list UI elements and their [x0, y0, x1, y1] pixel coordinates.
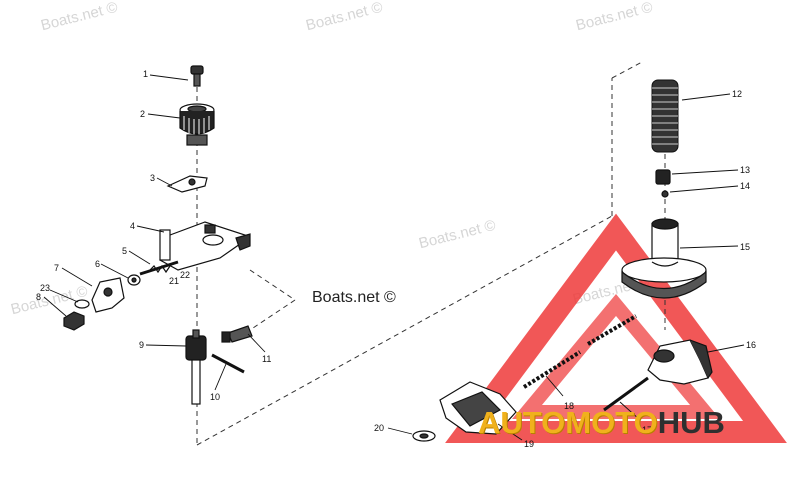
- callout-3: 3: [150, 173, 155, 183]
- part-9-shaft: [185, 329, 207, 405]
- callout-2: 2: [140, 109, 145, 119]
- part-10-pin: [211, 353, 245, 374]
- callout-22: 22: [180, 270, 190, 280]
- watermark-center: Boats.net ©: [312, 289, 396, 306]
- part-20-washer: [412, 430, 436, 442]
- automotohub-logo: AUTOMOTOHUB: [478, 405, 725, 441]
- logo-text-part2: HUB: [657, 405, 725, 440]
- callout-9: 9: [139, 340, 144, 350]
- callout-5: 5: [122, 246, 127, 256]
- part-17-pin: [603, 376, 649, 412]
- part-6-washer: [127, 274, 141, 286]
- callout-16: 16: [746, 340, 756, 350]
- part-1-screw: [190, 65, 204, 87]
- part-19-shoe: [439, 381, 517, 435]
- part-8-nut: [63, 311, 85, 331]
- callout-20: 20: [374, 423, 384, 433]
- callout-18: 18: [564, 401, 574, 411]
- callout-15: 15: [740, 242, 750, 252]
- part-14-ball: [661, 190, 669, 198]
- callout-14: 14: [740, 181, 750, 191]
- callout-17: 17: [642, 425, 652, 435]
- part-4-bracket: [159, 221, 251, 271]
- part-2-knob: [179, 103, 215, 146]
- part-11-bolt: [221, 325, 253, 343]
- callout-12: 12: [732, 89, 742, 99]
- part-12-spring: [651, 79, 679, 153]
- callout-10: 10: [210, 392, 220, 402]
- part-15-sheave: [621, 218, 707, 299]
- callout-4: 4: [130, 221, 135, 231]
- callout-21: 21: [169, 276, 179, 286]
- part-23-washer: [74, 299, 90, 309]
- part-16-yoke: [647, 339, 713, 385]
- callout-19: 19: [524, 439, 534, 449]
- callout-6: 6: [95, 259, 100, 269]
- callout-8: 8: [36, 292, 41, 302]
- callout-13: 13: [740, 165, 750, 175]
- part-5-stud: [139, 260, 179, 276]
- callout-1: 1: [143, 69, 148, 79]
- callout-23: 23: [40, 283, 50, 293]
- part-3-clip: [166, 175, 208, 193]
- part-18-chain: [522, 314, 638, 389]
- callout-11: 11: [262, 354, 271, 364]
- callout-labels: 1 2 3 4 5 6 7 8 23 9 10 11 21 22 12 13 1…: [36, 69, 756, 449]
- leader-lines: [43, 74, 745, 441]
- logo-text-part1: AUTOMOTO: [478, 405, 658, 440]
- part-7-lever: [91, 277, 125, 313]
- callout-7: 7: [54, 263, 59, 273]
- part-13-collar: [655, 169, 671, 185]
